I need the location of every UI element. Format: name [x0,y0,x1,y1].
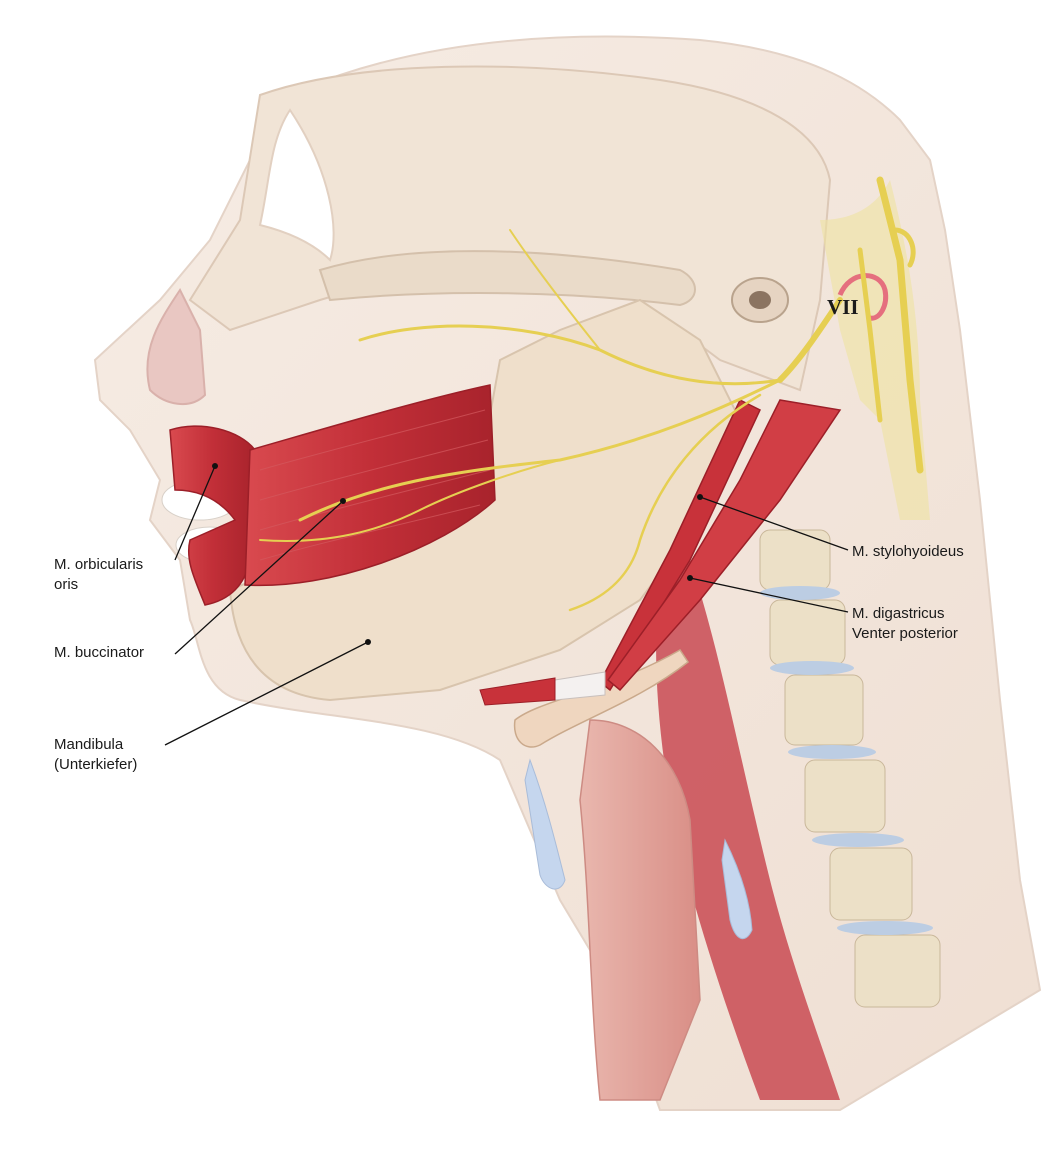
blue-structure-left [524,758,566,890]
facial-nerve-branches [259,176,924,612]
label-orbicularis-oris: M. orbicularis oris [54,555,143,595]
label-stylohyoideus: M. stylohyoideus [852,542,964,562]
label-stylohyoideus-line1: M. stylohyoideus [852,543,964,560]
label-buccinator-line1: M. buccinator [54,644,145,661]
anterior-digastric [479,677,556,706]
label-mandibula-line1: Mandibula [54,736,124,753]
bottom-fade [0,900,1060,1158]
label-mandibula-line2: (Unterkiefer) [54,756,138,773]
facial-nerve-label: VII [827,295,859,319]
label-digastricus-line1: M. digastricus [852,605,945,622]
orbicularis-oris-muscle [169,425,256,606]
orbit [258,108,335,262]
digastricus-muscle [606,399,842,692]
zygomatic-arch [318,250,696,307]
leader-dots [212,463,703,645]
label-orbicularis-line2: oris [54,576,79,593]
label-orbicularis-line1: M. orbicularis [54,556,144,573]
label-buccinator: M. buccinator [54,643,144,663]
nose [146,288,207,406]
label-digastricus: M. digastricus Venter posterior [852,604,958,644]
leader-lines [164,465,849,746]
ear-canal-opening [749,291,771,309]
buccinator-muscle [244,384,496,587]
facial-nerve-loop [837,273,889,321]
label-mandibula: Mandibula (Unterkiefer) [54,735,137,775]
label-digastricus-line2: Venter posterior [852,625,958,642]
stylohyoideus-muscle [599,398,761,692]
skull-bone [188,65,832,392]
